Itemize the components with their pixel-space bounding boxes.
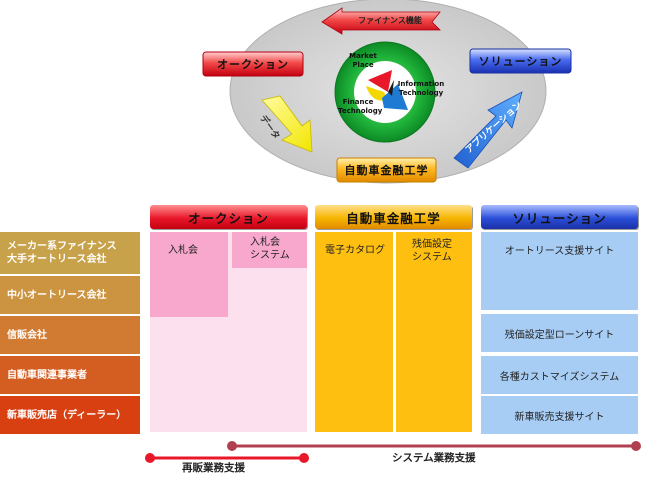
row-label-small-lease: 中小オートリース会社: [0, 276, 140, 314]
solution-cell-autolease-site: オートリース支援サイト: [481, 232, 638, 310]
application-arrow: [453, 91, 523, 169]
cycle-auction-label: オークション: [217, 58, 289, 71]
cycle-solution-label: ソリューション: [478, 55, 563, 68]
row-label-dealer: 新車販売店（ディーラー）: [0, 396, 140, 434]
resale-support-start-dot: [145, 453, 155, 463]
cycle-engineering-label: 自動車金融工学: [344, 164, 429, 177]
header-auction: オークション: [150, 205, 307, 229]
row-label-auto-business: 自動車関連事業者: [0, 356, 140, 394]
auction-box: [202, 51, 304, 77]
market-place-label: Market Place: [349, 52, 377, 69]
auction-cell-bid: 入札会: [150, 232, 228, 317]
header-solution: ソリューション: [481, 205, 638, 229]
system-support-start-dot: [227, 441, 237, 451]
timeline-graphics: [145, 441, 641, 463]
system-support-end-dot: [631, 441, 641, 451]
engineering-cell-residual-system: 残価設定 システム: [396, 232, 472, 432]
solution-cell-new-car-site: 新車販売支援サイト: [481, 396, 638, 434]
finance-technology-symbol: [366, 86, 388, 101]
engineering-box: [336, 157, 437, 183]
row-label-credit-company: 信販会社: [0, 316, 140, 354]
market-place-symbol: [368, 70, 392, 92]
finance-function-label: ファイナンス機能: [358, 15, 422, 25]
finance-technology-label: Finance Technology: [338, 98, 383, 115]
information-technology-label: Information Technology: [397, 80, 445, 97]
row-label-maker-finance: メーカー系ファイナンス 大手オートリース会社: [0, 232, 140, 274]
engineering-cell-catalog: 電子カタログ: [315, 232, 393, 432]
solution-box: [469, 48, 572, 74]
finance-arrow: [321, 7, 441, 35]
system-support-label: システム業務支援: [392, 452, 476, 464]
resale-support-label: 再販業務支援: [182, 462, 245, 474]
cycle-graphics: [202, 0, 572, 184]
resale-support-end-dot: [299, 453, 309, 463]
solution-cell-custom-system: 各種カストマイズシステム: [481, 356, 638, 394]
data-arrow: [261, 95, 313, 153]
solution-cell-residual-loan-site: 残価設定型ローンサイト: [481, 314, 638, 352]
header-engineering: 自動車金融工学: [315, 205, 472, 229]
information-technology-symbol: [382, 84, 408, 110]
auction-cell-bid-system: 入札会 システム: [232, 232, 307, 268]
